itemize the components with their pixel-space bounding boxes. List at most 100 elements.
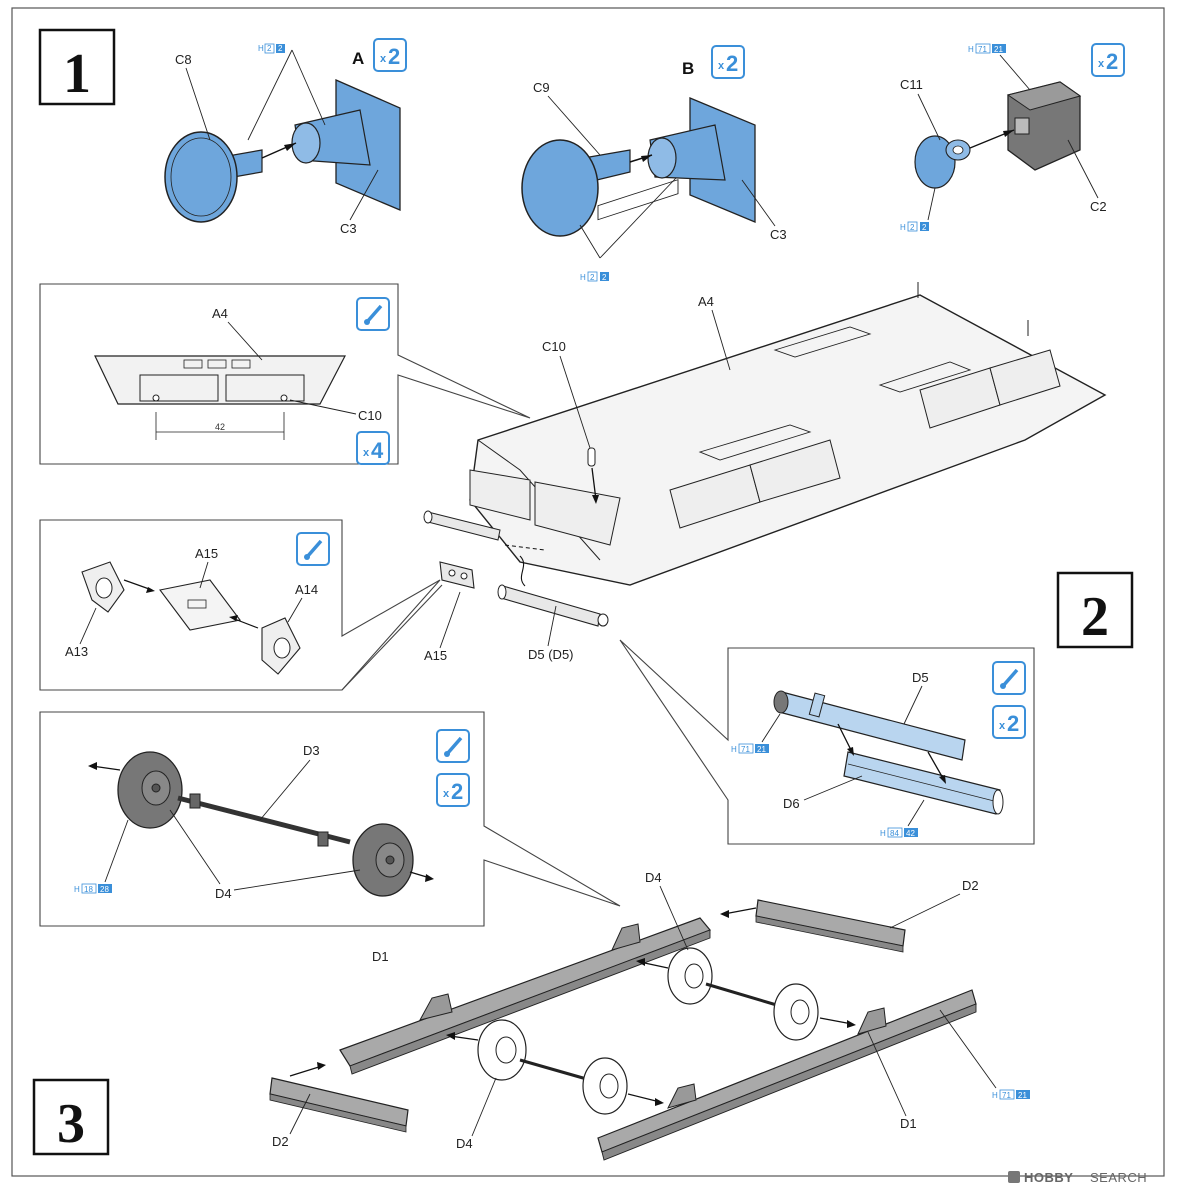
svg-text:42: 42 bbox=[906, 829, 915, 838]
quantity-x2-badge: x 2 bbox=[1091, 43, 1125, 77]
svg-text:2: 2 bbox=[1106, 49, 1118, 74]
paint-code-h2: H 2 2 bbox=[258, 43, 285, 54]
part-d5-shaft bbox=[497, 584, 609, 627]
leader bbox=[659, 885, 689, 951]
glue-brush-icon bbox=[992, 661, 1026, 695]
part-d4-wheel-left bbox=[117, 751, 183, 829]
leader bbox=[579, 224, 601, 259]
watermark: HOBBY SEARCH bbox=[1008, 1170, 1147, 1185]
part-a14 bbox=[261, 617, 301, 675]
leader bbox=[289, 399, 357, 415]
leader bbox=[233, 869, 361, 891]
glue-brush-icon bbox=[436, 729, 470, 763]
inset-pointer bbox=[341, 584, 443, 691]
part-c9-mushroom bbox=[521, 139, 631, 237]
svg-text:2: 2 bbox=[590, 273, 595, 282]
svg-text:21: 21 bbox=[994, 45, 1003, 54]
part-a15-bracket bbox=[439, 561, 475, 589]
arrow-head bbox=[317, 1062, 326, 1070]
leader bbox=[247, 49, 293, 141]
label-a15-inset: A15 bbox=[195, 546, 218, 561]
svg-text:71: 71 bbox=[1002, 1091, 1011, 1100]
arrow-d5 bbox=[519, 555, 526, 587]
label-d4-inset: D4 bbox=[215, 886, 232, 901]
svg-text:H: H bbox=[258, 44, 264, 53]
part-d2-beam-right bbox=[755, 899, 906, 953]
svg-text:H: H bbox=[880, 829, 886, 838]
leader bbox=[169, 809, 221, 885]
arrow-head bbox=[146, 587, 155, 593]
part-c11-clip bbox=[914, 135, 971, 189]
paint-code-h2: H 2 2 bbox=[900, 221, 929, 232]
label-c11: C11 bbox=[900, 77, 923, 92]
leader bbox=[903, 685, 923, 725]
leader bbox=[79, 607, 97, 645]
subassembly-a-label: A bbox=[352, 49, 364, 68]
part-d1-rail-front bbox=[597, 989, 977, 1161]
part-d2-beam-left bbox=[269, 1077, 409, 1133]
watermark-logo-icon bbox=[1008, 1171, 1020, 1183]
label-d3: D3 bbox=[303, 743, 320, 758]
svg-text:x: x bbox=[718, 60, 725, 72]
arrow-head bbox=[446, 1032, 455, 1040]
svg-text:H: H bbox=[968, 45, 974, 54]
svg-text:2: 2 bbox=[267, 44, 272, 53]
label-d1-top: D1 bbox=[372, 949, 389, 964]
arrow bbox=[289, 1065, 323, 1077]
arrow-head bbox=[284, 143, 296, 151]
svg-text:4: 4 bbox=[371, 438, 384, 463]
leader bbox=[907, 799, 925, 827]
label-d1-bottom: D1 bbox=[900, 1116, 917, 1131]
svg-text:x: x bbox=[380, 53, 387, 65]
svg-text:HOBBY: HOBBY bbox=[1024, 1170, 1073, 1185]
svg-text:2: 2 bbox=[602, 273, 607, 282]
part-d3-axle bbox=[177, 793, 351, 847]
part-c2-housing bbox=[1006, 81, 1082, 171]
paint-code-h84-42: H 84 42 bbox=[880, 827, 918, 838]
step-3-marker: 3 bbox=[32, 1078, 110, 1156]
leader bbox=[867, 1031, 907, 1117]
page-frame bbox=[11, 7, 1165, 1177]
svg-text:H: H bbox=[992, 1091, 998, 1100]
quantity-x4-badge: x 4 bbox=[356, 431, 390, 465]
leader bbox=[547, 95, 601, 156]
inset-c10-frame bbox=[39, 283, 531, 465]
label-d6: D6 bbox=[783, 796, 800, 811]
svg-text:21: 21 bbox=[757, 745, 766, 754]
label-d4-top: D4 bbox=[645, 870, 662, 885]
svg-text:1: 1 bbox=[63, 43, 91, 105]
part-a13 bbox=[81, 561, 125, 613]
label-a13: A13 bbox=[65, 644, 88, 659]
arrow-head bbox=[425, 874, 434, 882]
leader bbox=[559, 355, 591, 449]
quantity-x2-badge: x 2 bbox=[992, 705, 1026, 739]
part-c3-mount-b bbox=[647, 97, 756, 223]
svg-text:2: 2 bbox=[1081, 586, 1109, 648]
arrow-head bbox=[636, 958, 645, 966]
label-a4: A4 bbox=[212, 306, 228, 321]
svg-text:2: 2 bbox=[451, 779, 463, 804]
svg-text:2: 2 bbox=[388, 44, 400, 69]
leader bbox=[939, 1009, 997, 1089]
leader bbox=[761, 713, 781, 743]
label-d5-pair: D5 (D5) bbox=[528, 647, 574, 662]
part-c3-mount-a bbox=[291, 79, 401, 211]
svg-text:SEARCH: SEARCH bbox=[1090, 1170, 1147, 1185]
leader bbox=[291, 49, 326, 126]
paint-code-h71-21: H 71 21 bbox=[968, 43, 1006, 54]
arrow-head bbox=[592, 495, 599, 504]
arrow-head bbox=[655, 1098, 664, 1106]
part-d5-detail bbox=[773, 690, 966, 761]
paint-code-h71-21: H 71 21 bbox=[992, 1089, 1030, 1100]
arrow bbox=[123, 579, 153, 591]
svg-text:21: 21 bbox=[1018, 1091, 1027, 1100]
svg-text:3: 3 bbox=[57, 1093, 85, 1155]
svg-text:x: x bbox=[443, 788, 450, 800]
label-c3: C3 bbox=[340, 221, 357, 236]
arrow-head bbox=[88, 762, 97, 770]
arrow-head bbox=[847, 1020, 856, 1028]
part-c10-hook bbox=[587, 447, 596, 467]
label-c8: C8 bbox=[175, 52, 192, 67]
leader bbox=[599, 177, 677, 259]
